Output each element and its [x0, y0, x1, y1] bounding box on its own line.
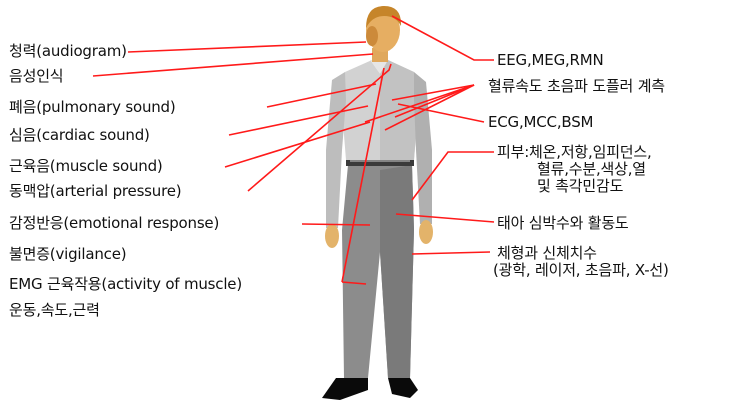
- label-body-dimensions: 체형과 신체치수 (광학, 레이저, 초음파, X-선): [493, 245, 669, 279]
- label-eeg-meg-rmn: EEG,MEG,RMN: [497, 52, 604, 69]
- label-ecg-mcc-bsm: ECG,MCC,BSM: [488, 114, 593, 131]
- label-pulmonary-sound: 폐음(pulmonary sound): [9, 99, 176, 116]
- label-skin-line-2: 혈류,수분,색상,열: [537, 161, 692, 178]
- label-blood-flow-doppler: 혈류속도 초음파 도플러 계측: [488, 78, 665, 95]
- label-skin-line-1: 피부:체온,저항,임피던스,: [497, 144, 652, 161]
- label-body-line-2: (광학, 레이저, 초음파, X-선): [493, 262, 669, 279]
- label-fetal-heart-rate: 태아 심박수와 활동도: [497, 215, 629, 232]
- human-figure: [322, 6, 433, 400]
- label-emotional-response: 감정반응(emotional response): [9, 215, 219, 232]
- label-cardiac-sound: 심음(cardiac sound): [9, 127, 150, 144]
- left-hand: [325, 224, 339, 248]
- label-emg-muscle-activity: EMG 근육작용(activity of muscle): [9, 276, 242, 293]
- label-vigilance: 불면증(vigilance): [9, 246, 126, 263]
- label-speech-recognition: 음성인식: [9, 68, 63, 85]
- connector-lines: [93, 16, 494, 284]
- label-skin-line-3: 및 촉각민감도: [537, 178, 692, 195]
- left-shoe: [322, 378, 368, 400]
- label-arterial-pressure: 동맥압(arterial pressure): [9, 183, 181, 200]
- left-arm: [326, 72, 346, 228]
- right-shoe: [388, 378, 418, 398]
- label-muscle-sound: 근육음(muscle sound): [9, 158, 163, 175]
- label-audiogram: 청력(audiogram): [9, 43, 127, 60]
- label-movement-speed-strength: 운동,속도,근력: [9, 302, 100, 319]
- label-skin-properties: 피부:체온,저항,임피던스, 혈류,수분,색상,열 및 촉각민감도: [497, 144, 652, 195]
- label-body-line-1: 체형과 신체치수: [497, 245, 673, 262]
- right-hand: [419, 220, 433, 244]
